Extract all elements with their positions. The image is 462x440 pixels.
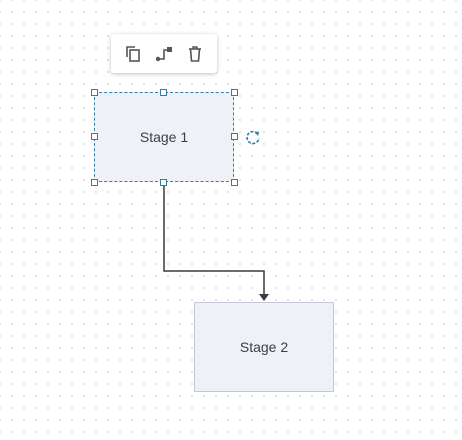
resize-handle-left[interactable]: [91, 133, 98, 140]
connector-stage1-to-stage2[interactable]: [163, 182, 265, 296]
resize-handle-bottom-right[interactable]: [231, 179, 238, 186]
rotate-icon[interactable]: [244, 128, 262, 146]
resize-handle-bottom-left[interactable]: [91, 179, 98, 186]
copy-button[interactable]: [121, 42, 145, 66]
resize-handle-right[interactable]: [231, 133, 238, 140]
node-toolbar: [111, 34, 217, 73]
copy-icon: [125, 45, 140, 62]
connector-arrowhead: [259, 294, 269, 301]
node-label: Stage 2: [239, 339, 289, 355]
resize-handle-bottom[interactable]: [160, 179, 167, 186]
resize-handle-top-left[interactable]: [91, 89, 98, 96]
node-stage-2[interactable]: Stage 2: [194, 302, 334, 392]
resize-handle-top[interactable]: [160, 89, 167, 96]
node-label: Stage 1: [139, 129, 189, 145]
connector-button[interactable]: [152, 42, 176, 66]
trash-icon: [189, 45, 202, 62]
connector-icon: [155, 46, 172, 61]
node-stage-1[interactable]: Stage 1: [94, 92, 234, 182]
resize-handle-top-right[interactable]: [231, 89, 238, 96]
delete-button[interactable]: [183, 42, 207, 66]
